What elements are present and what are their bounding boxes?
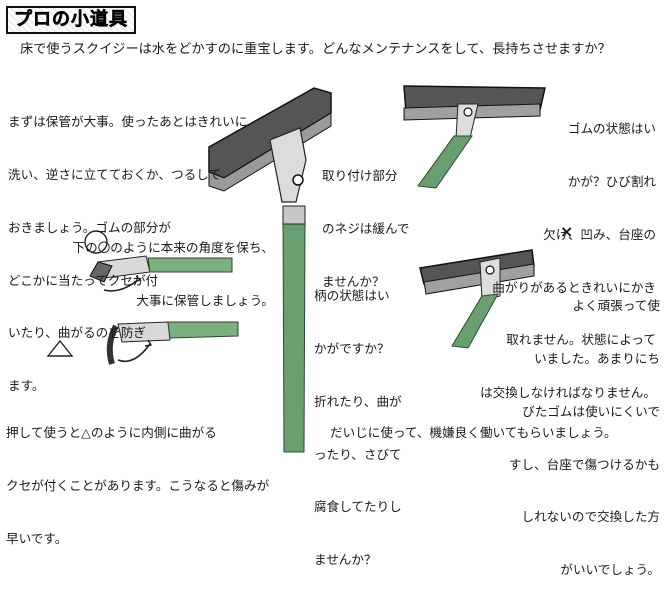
storage-angle-text: 下の〇のように本来の角度を保ち、 大事に保管しましょう。	[16, 204, 275, 327]
text-line: 早いです。	[6, 530, 68, 546]
text-line: がいいでしょう。	[560, 562, 660, 578]
text-line: クセが付くことがあります。こうなると傷みが	[6, 477, 270, 493]
text-line: かが？ひび割れ	[567, 173, 656, 189]
text-line: 大事に保管しましょう。	[136, 292, 274, 308]
text-line: いました。あまりにち	[534, 350, 660, 366]
text-line: ゴムの状態はい	[567, 121, 656, 137]
text-line: 柄の状態はい	[314, 288, 390, 304]
closing-text: だいじに使って、機嫌良く働いてもらいましょう。	[330, 425, 617, 440]
text-line: ませんか？	[314, 552, 377, 568]
lead-text: 床で使うスクイジーは水をどかすのに重宝します。どんなメンテナンスをして、長持ちさ…	[20, 42, 611, 57]
rubber-text: ゴムの状態はい かが？ひび割れ 欠け、凹み、台座の 曲がりがあるときれいにかき …	[430, 85, 656, 419]
text-line: すし、台座で傷つけるかも	[508, 456, 660, 472]
text-line: 取り付け部分	[322, 168, 398, 184]
correct-angle-illustration	[84, 230, 233, 292]
bad-mark: ×	[560, 222, 574, 241]
text-line: びたゴムは使いにくいで	[522, 403, 660, 419]
bad-angle-illustration	[46, 321, 239, 365]
handle-text: 柄の状態はい かがですか？ 折れたり、曲が ったり、さびて 腐食してたりし ませ…	[314, 252, 402, 586]
text-line: 押して使うと△のように内側に曲がる	[6, 425, 217, 441]
text-line: 洗い、逆さに立てておくか、つるして	[8, 166, 222, 182]
screw-text: 取り付け部分 のネジは緩んで ませんか？	[322, 132, 410, 308]
text-line: いたり、曲がるのを防ぎ	[8, 325, 147, 341]
rubber-closeup-illustration	[403, 85, 546, 189]
text-line: よく頑張って使	[572, 298, 660, 314]
worn-squeegee-illustration	[419, 249, 535, 349]
text-line: まずは保管が大事。使ったあとはきれいに	[8, 114, 248, 130]
text-line: どこかに当たってクセが付	[8, 272, 159, 288]
push-text: 押して使うと△のように内側に曲がる クセが付くことがあります。こうなると傷みが …	[6, 389, 269, 565]
text-line: は交換しなければなりません。	[480, 385, 656, 401]
text-line: 下の〇のように本来の角度を保ち、	[72, 240, 275, 256]
text-line: 折れたり、曲が	[314, 393, 402, 409]
text-line: ませんか？	[322, 273, 385, 289]
storage-text: まずは保管が大事。使ったあとはきれいに 洗い、逆さに立てておくか、つるして おき…	[8, 78, 247, 412]
main-squeegee-illustration	[208, 87, 332, 453]
text-line: おきましょう。ゴムの部分が	[8, 219, 171, 235]
text-line: のネジは緩んで	[322, 220, 410, 236]
text-line: 取れません。状態によって	[506, 332, 656, 348]
text-line: しれないので交換した方	[521, 509, 660, 525]
text-line: ます。	[8, 378, 45, 394]
text-line: ったり、さびて	[314, 446, 402, 462]
text-line: 腐食してたりし	[314, 499, 402, 515]
text-line: 欠け、凹み、台座の	[543, 226, 656, 242]
illustrations	[46, 85, 546, 453]
page-title: プロの小道具	[6, 6, 136, 34]
text-line: 曲がりがあるときれいにかき	[492, 279, 656, 295]
text-line: かがですか？	[314, 340, 390, 356]
